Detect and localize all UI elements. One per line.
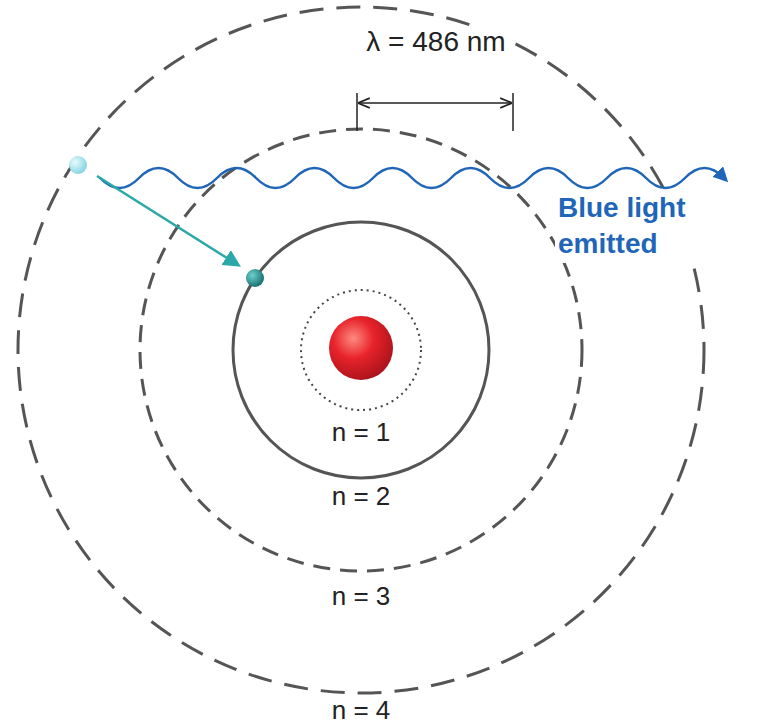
wavelength-tick [512, 93, 514, 131]
orbit-label: n = 1 [329, 419, 394, 446]
electron-final [246, 269, 264, 287]
orbit-n1 [301, 290, 421, 410]
orbit-n4 [18, 7, 704, 693]
nucleus [329, 316, 393, 380]
orbit-label: n = 3 [329, 583, 394, 610]
emission-label: Blue light emitted [555, 190, 739, 263]
orbit-label: n = 4 [329, 697, 394, 724]
wavelength-label: λ = 486 nm [363, 27, 508, 56]
photon-wave [100, 168, 724, 188]
wavelength-tick [356, 93, 358, 131]
orbit-n3 [140, 129, 582, 571]
orbit-n2 [233, 222, 489, 478]
transition-arrow [97, 176, 238, 265]
wavelength-bracket [359, 102, 511, 104]
orbit-label: n = 2 [329, 483, 394, 510]
electron-initial [69, 156, 87, 174]
